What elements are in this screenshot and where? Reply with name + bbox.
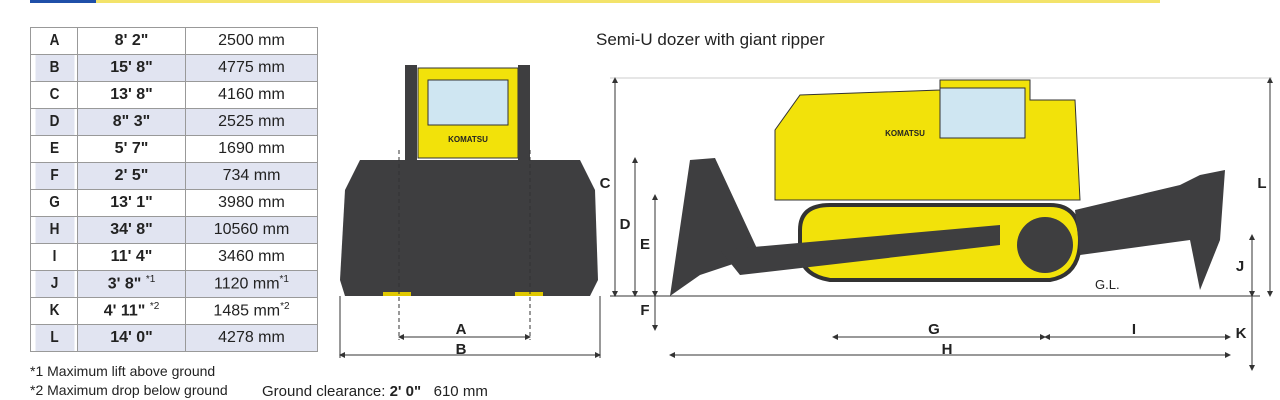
dim-metric: 1120 mm*1: [185, 270, 318, 298]
imperial-value: 5' 7": [114, 140, 149, 157]
metric-value: 1485 mm: [213, 302, 281, 320]
metric-note: *1: [279, 274, 289, 286]
dim-metric: 1485 mm*2: [185, 297, 318, 325]
imperial-value: 2' 5": [114, 167, 149, 184]
dim-key: G: [33, 189, 75, 217]
imperial-note: *2: [149, 301, 160, 313]
dim-label-h: H: [942, 341, 953, 358]
imperial-note: *1: [145, 274, 156, 286]
ground-clearance: Ground clearance: 2' 0" 610 mm: [262, 383, 488, 400]
table-row: A 8' 2" 2500 mm: [31, 27, 318, 55]
imperial-value: 34' 8": [110, 221, 153, 238]
dim-metric: 1690 mm: [185, 135, 318, 163]
dim-label-l: L: [1257, 175, 1266, 192]
dim-key: L: [33, 324, 75, 352]
dim-key: K: [33, 297, 75, 325]
gc-imperial: 2' 0": [389, 383, 422, 400]
imperial-value: 15' 8": [110, 59, 153, 76]
dim-label-e: E: [640, 236, 650, 253]
table-row: G 13' 1" 3980 mm: [31, 189, 318, 217]
metric-value: 1690 mm: [218, 140, 285, 157]
dim-label-b: B: [456, 341, 467, 358]
dim-label-f: F: [640, 302, 649, 319]
dim-metric: 2500 mm: [185, 27, 318, 55]
dim-key: A: [33, 27, 75, 55]
metric-value: 3980 mm: [218, 194, 285, 211]
gc-metric: 610 mm: [433, 383, 488, 400]
side-view: KOMATSU: [610, 77, 1273, 371]
dim-imperial: 5' 7": [77, 135, 186, 163]
header-rule: [96, 0, 1160, 3]
side-brand: KOMATSU: [885, 129, 925, 138]
metric-note: *2: [280, 301, 290, 313]
dim-metric: 3980 mm: [185, 189, 318, 217]
header-accent-bar: [30, 0, 96, 3]
dim-key: H: [33, 216, 75, 244]
dim-metric: 4278 mm: [185, 324, 318, 352]
dim-metric: 10560 mm: [185, 216, 318, 244]
metric-value: 4278 mm: [218, 329, 285, 346]
metric-value: 3460 mm: [218, 248, 285, 265]
imperial-value: 14' 0": [110, 329, 153, 346]
imperial-value: 4' 11": [103, 302, 146, 320]
ground-line-label: G.L.: [1095, 277, 1120, 292]
dim-imperial: 8" 3": [77, 108, 186, 136]
dim-label-j: J: [1236, 258, 1244, 275]
metric-value: 2525 mm: [218, 113, 285, 130]
dim-imperial: 34' 8": [77, 216, 186, 244]
metric-value: 4775 mm: [218, 59, 285, 76]
dim-key: B: [33, 54, 75, 82]
gc-label: Ground clearance:: [262, 383, 386, 400]
imperial-value: 8' 2": [114, 32, 149, 49]
metric-value: 1120 mm: [214, 275, 280, 293]
imperial-value: 11' 4": [110, 248, 153, 265]
dim-label-c: C: [600, 175, 611, 192]
dim-label-i: I: [1132, 321, 1136, 338]
imperial-value: 8" 3": [112, 113, 151, 130]
imperial-value: 3' 8": [107, 275, 142, 293]
dim-imperial: 2' 5": [77, 162, 186, 190]
dim-imperial: 14' 0": [77, 324, 186, 352]
metric-value: 4160 mm: [218, 86, 285, 103]
dim-metric: 2525 mm: [185, 108, 318, 136]
table-row: C 13' 8" 4160 mm: [31, 81, 318, 109]
dim-key: E: [33, 135, 75, 163]
dim-label-k: K: [1236, 325, 1247, 342]
note-1: *1 Maximum lift above ground: [30, 363, 216, 379]
table-row: F 2' 5" 734 mm: [31, 162, 318, 190]
note-2: *2 Maximum drop below ground: [30, 382, 228, 398]
dim-imperial: 4' 11" *2: [77, 297, 186, 325]
dim-label-a: A: [456, 321, 467, 338]
table-row: D 8" 3" 2525 mm: [31, 108, 318, 136]
table-row: E 5' 7" 1690 mm: [31, 135, 318, 163]
front-brand: KOMATSU: [448, 135, 488, 144]
front-view: KOMATSU: [339, 65, 601, 358]
imperial-value: 13' 8": [110, 86, 153, 103]
dim-metric: 3460 mm: [185, 243, 318, 271]
metric-value: 2500 mm: [218, 32, 285, 49]
metric-value: 10560 mm: [213, 221, 290, 238]
dim-key: C: [33, 81, 75, 109]
dim-imperial: 3' 8" *1: [77, 270, 186, 298]
dim-key: F: [33, 162, 75, 190]
table-row: L 14' 0" 4278 mm: [31, 324, 318, 352]
table-row: H 34' 8" 10560 mm: [31, 216, 318, 244]
dimensions-table: A 8' 2" 2500 mm B 15' 8" 4775 mm C 13' 8" 4160 m…: [30, 27, 318, 352]
dim-key: D: [33, 108, 75, 136]
metric-value: 734 mm: [222, 167, 281, 184]
dim-label-d: D: [620, 216, 631, 233]
dim-imperial: 13' 1": [77, 189, 186, 217]
dim-label-g: G: [928, 321, 940, 338]
dim-metric: 4160 mm: [185, 81, 318, 109]
dim-imperial: 13' 8": [77, 81, 186, 109]
diagram-title: Semi-U dozer with giant ripper: [596, 30, 825, 49]
imperial-value: 13' 1": [110, 194, 153, 211]
